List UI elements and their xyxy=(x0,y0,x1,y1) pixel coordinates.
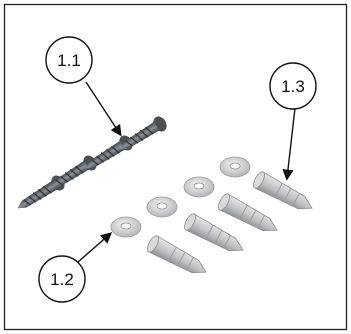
callout-1-2-label: 1.2 xyxy=(50,270,74,289)
callout-1-2-circle xyxy=(38,255,86,303)
callout-1-1-arrow xyxy=(85,81,122,137)
callout-1-1-label: 1.1 xyxy=(57,51,81,70)
wall-plug-1 xyxy=(147,235,207,274)
washer-1 xyxy=(110,216,142,238)
screws-group xyxy=(17,116,167,209)
washer-2 xyxy=(146,196,178,218)
callout-1-3-label: 1.3 xyxy=(281,77,305,96)
callout-1-2: 1.2 xyxy=(38,232,113,303)
callout-1-2-arrow xyxy=(77,232,113,263)
callout-1-3-circle xyxy=(269,62,317,110)
wall-plugs-group xyxy=(147,171,313,274)
wall-plug-4 xyxy=(253,171,313,210)
callout-1-3-arrow xyxy=(282,107,296,181)
wall-plug-3 xyxy=(218,193,278,232)
washers-group xyxy=(110,156,251,238)
callout-1-1-circle xyxy=(45,36,93,84)
callout-1-1: 1.1 xyxy=(45,36,122,137)
callout-1-3: 1.3 xyxy=(269,62,317,181)
screw-4 xyxy=(119,116,167,150)
washer-4 xyxy=(219,156,251,178)
washer-3 xyxy=(183,176,215,198)
wall-plug-2 xyxy=(184,213,244,252)
